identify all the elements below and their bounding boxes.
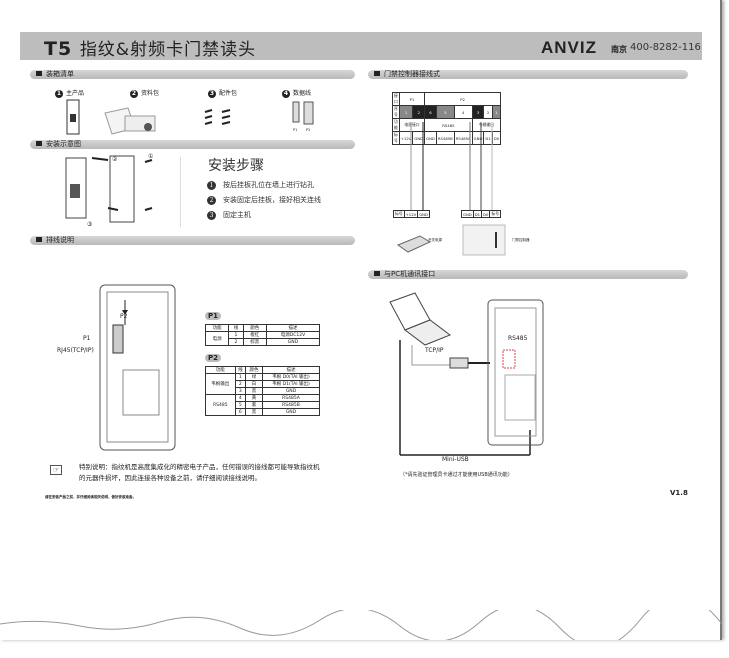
- title-bar: [20, 32, 702, 60]
- mini-usb-label: Mini-USB: [442, 456, 469, 463]
- packing-illustrations: [66, 99, 314, 135]
- section-wiring: 排线说明: [30, 236, 355, 245]
- section-icon: [36, 71, 42, 76]
- section-controller: 门禁控制器接线式: [368, 70, 688, 79]
- controller-name: 门禁控制器: [512, 238, 530, 242]
- usb-note: （*请先验证管理员卡通过才能使用USB通讯功能）: [400, 472, 513, 478]
- install-heading: 安装步骤: [208, 158, 264, 174]
- section-icon: [374, 271, 380, 276]
- install-mark-2: ②: [112, 156, 118, 163]
- cable-label-p2: P2: [306, 128, 311, 132]
- section-install: 安装示意图: [30, 140, 355, 149]
- phone-number: 400-8282-116: [630, 42, 701, 53]
- wiring-label-p2: P2: [120, 313, 128, 320]
- anviz-logo: ANVIZ: [541, 38, 597, 57]
- section-pc: 与PC机通讯接口: [368, 270, 688, 279]
- pc-connection-diagram: [389, 292, 544, 456]
- rs485-label: RS485: [508, 335, 528, 342]
- section-icon: [36, 237, 42, 242]
- section-icon: [36, 141, 42, 146]
- wiring-note: 特别说明：指纹机是高度集成化的精密电子产品，任何错误的接线都可能导致指纹机的元器…: [79, 463, 320, 482]
- torn-edge: [0, 610, 722, 640]
- p1-tag: P1: [205, 312, 222, 320]
- device-back-diagram: [99, 284, 176, 451]
- city: 南京: [611, 45, 627, 54]
- hand-pointer-icon: ☞: [50, 465, 63, 475]
- install-mark-3: ③: [87, 221, 93, 228]
- cable-label-p1: P1: [293, 128, 298, 132]
- controller-wires: [410, 122, 493, 210]
- power-and-controller-illustration: [396, 224, 506, 256]
- footer-note: 请在安装产品之前，并仔细阅读相关说明，做好安装准备。: [45, 495, 136, 499]
- install-mark-1: ①: [148, 153, 154, 160]
- wiring-label-p1: P1: [83, 335, 91, 342]
- install-diagram: [65, 155, 153, 223]
- version-label: V1.8: [670, 489, 688, 497]
- section-icon: [374, 71, 380, 76]
- section-packing: 装箱清单: [30, 70, 355, 79]
- tcpip-label: TCP/IP: [425, 347, 444, 354]
- p2-tag: P2: [205, 354, 222, 362]
- document-page: T5 指纹&射频卡门禁读头 ANVIZ 南京 400-8282-116 装箱清单…: [0, 0, 722, 640]
- divider: [180, 157, 181, 227]
- page-title: T5 指纹&射频卡门禁读头: [44, 38, 257, 60]
- wiring-label-rj45: RJ45(TCP/IP): [57, 347, 94, 354]
- psu-name: 开关电源: [428, 238, 442, 242]
